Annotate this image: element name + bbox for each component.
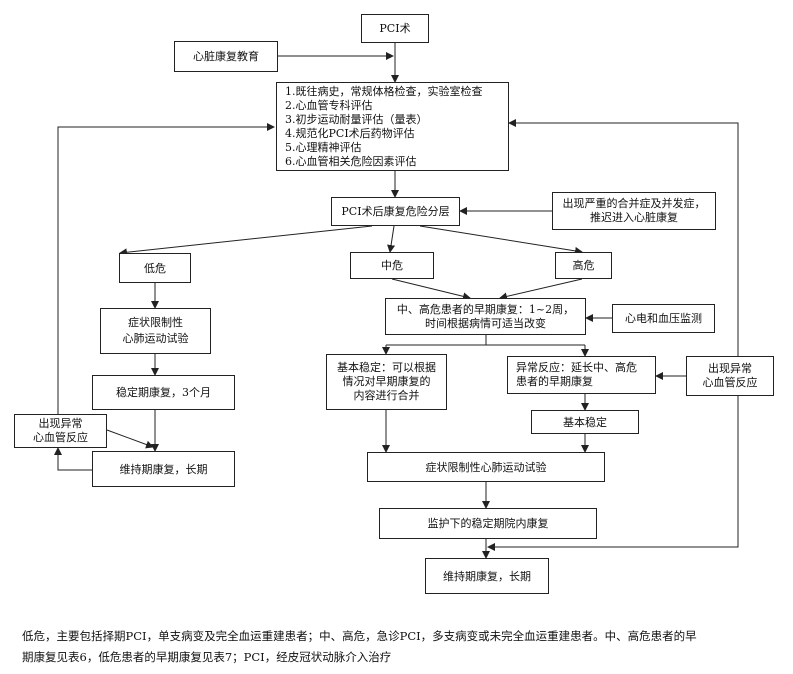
stable-3m-node: 稳定期康复，3个月	[92, 375, 235, 410]
basic-stable-merge-node: 基本稳定：可以根据 情况对早期康复的 内容进行合并	[326, 354, 447, 410]
pci-node: PCI术	[361, 14, 429, 43]
ecg-bp-monitor-node: 心电和血压监测	[612, 304, 715, 333]
high-risk-node: 高危	[555, 252, 612, 279]
arrow-abnormal-right-to-final	[487, 396, 739, 551]
cardiac-education-node: 心脏康复教育	[174, 41, 278, 72]
arrow-abnormal-right-to-assessment	[508, 119, 739, 356]
symptom-test-low-node: 症状限制性 心肺运动试验	[100, 308, 211, 354]
abnormal-left-node: 出现异常 心血管反应	[14, 414, 107, 448]
arrow-high-to-early	[499, 278, 583, 301]
maintain-left-node: 维持期康复，长期	[92, 451, 235, 487]
mid-risk-node: 中危	[350, 252, 434, 279]
abnormal-extend-node: 异常反应：延长中、高危 患者的早期康复	[507, 356, 656, 394]
arrow-abnormal-left-to-assessment	[57, 123, 275, 414]
severe-complication-node: 出现严重的合并症及并发症， 推迟进入心脏康复	[552, 192, 716, 230]
arrow-risk-to-mid	[387, 225, 396, 253]
monitored-rehab-node: 监护下的稳定期院内康复	[379, 508, 597, 539]
abnormal-right-node: 出现异常 心血管反应	[686, 356, 774, 396]
early-rehab-node: 中、高危患者的早期康复：1~2周， 时间根据病情可适当改变	[385, 298, 586, 335]
low-risk-node: 低危	[119, 253, 191, 283]
symptom-test-main-node: 症状限制性心肺运动试验	[367, 452, 605, 482]
arrow-mid-to-early	[391, 278, 471, 301]
figure-caption: 低危，主要包括择期PCI，单支病变及完全血运重建患者；中、高危，急诊PCI，多支…	[22, 629, 697, 664]
maintain-final-node: 维持期康复，长期	[425, 558, 549, 594]
risk-stratification-node: PCI术后康复危险分层	[331, 197, 460, 226]
arrow-abnormal-left-to-line	[106, 429, 154, 449]
arrow-risk-to-low	[119, 225, 373, 257]
basic-stable-node: 基本稳定	[531, 410, 639, 434]
assessment-node: 1.既往病史，常规体格检查，实验室检查 2.心血管专科评估 3.初步运动耐量评估…	[276, 82, 509, 171]
arrow-maintain-to-abnormal-left	[54, 447, 92, 471]
arrow-risk-to-high	[419, 225, 583, 255]
